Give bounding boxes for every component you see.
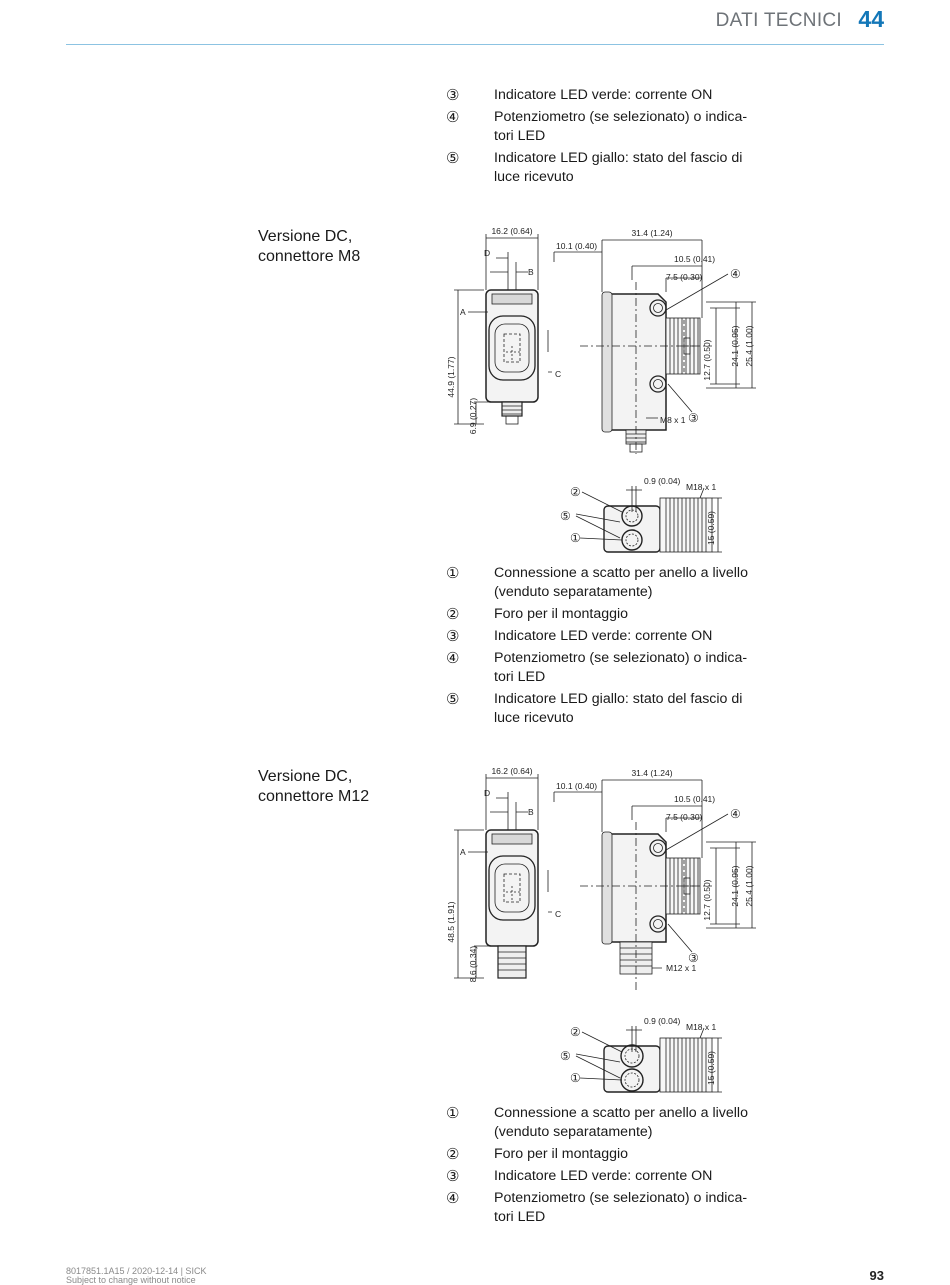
dim-label-c: C	[555, 909, 561, 919]
dim-label-b: B	[528, 267, 534, 277]
dim-thread: M12 x 1	[666, 963, 697, 973]
dim-width: 16.2 (0.64)	[491, 766, 532, 776]
callout-3: ③	[688, 951, 699, 965]
page-number: 93	[869, 1268, 884, 1283]
dim-label-c: C	[555, 369, 561, 379]
dim-length: 31.4 (1.24)	[631, 228, 672, 238]
dim-h3: 12.7 (0.50)	[702, 879, 712, 920]
dim-height: 48.5 (1.91)	[446, 901, 456, 942]
dim-top-thread: M18 x 1	[686, 482, 717, 492]
dim-offset: 10.1 (0.40)	[556, 781, 597, 791]
dim-label-b: B	[528, 807, 534, 817]
dimension-drawing-m12: 16.2 (0.64) D B A C 48.5 (1.91) 8.6 (0.3…	[446, 766, 756, 1093]
dim-h1: 24.1 (0.95)	[730, 865, 740, 906]
dimension-drawing-m8: 16.2 (0.64) D B A C 44.9 (1.77) 6.9 (0.2…	[446, 226, 756, 553]
chapter-number: 44	[858, 6, 884, 32]
dim-top-thread: M18 x 1	[686, 1022, 717, 1032]
dim-d1: 10.5 (0.41)	[674, 794, 715, 804]
dim-label-a: A	[460, 847, 466, 857]
dim-h2: 25.4 (1.00)	[744, 865, 754, 906]
callout-3: ③	[688, 411, 699, 425]
dim-h3: 12.7 (0.50)	[702, 339, 712, 380]
dim-top-height: 15 (0.59)	[706, 511, 716, 545]
section-title-m8: Versione DC, connettore M8	[258, 228, 361, 265]
callout-1: ①	[570, 531, 581, 545]
dim-label-a: A	[460, 307, 466, 317]
footer-doc-info: 8017851.1A15 / 2020-12-14 | SICK Subject…	[66, 1266, 207, 1285]
dim-top-gap: 0.9 (0.04)	[644, 1016, 681, 1026]
callout-5: ⑤	[560, 509, 571, 523]
callout-4: ④	[730, 267, 741, 281]
dim-d2: 7.5 (0.30)	[666, 272, 703, 282]
dim-width: 16.2 (0.64)	[491, 226, 532, 236]
dim-label-d: D	[484, 788, 490, 798]
callout-1: ①	[570, 1071, 581, 1085]
dim-height: 44.9 (1.77)	[446, 356, 456, 397]
dim-top-gap: 0.9 (0.04)	[644, 476, 681, 486]
dim-connector-length: 6.9 (0.27)	[468, 398, 478, 435]
dim-length: 31.4 (1.24)	[631, 768, 672, 778]
dim-top-height: 15 (0.59)	[706, 1051, 716, 1085]
section-title-m12: Versione DC, connettore M12	[258, 768, 370, 805]
section-header-title: DATI TECNICI	[715, 10, 842, 31]
dim-h2: 25.4 (1.00)	[744, 325, 754, 366]
dim-label-d: D	[484, 248, 490, 258]
callout-5: ⑤	[560, 1049, 571, 1063]
dim-d1: 10.5 (0.41)	[674, 254, 715, 264]
callout-4: ④	[730, 807, 741, 821]
dim-h1: 24.1 (0.95)	[730, 325, 740, 366]
dim-thread: M8 x 1	[660, 415, 686, 425]
callout-2: ②	[570, 485, 581, 499]
dim-connector-length: 8.6 (0.34)	[468, 946, 478, 983]
header-divider	[66, 44, 884, 45]
dim-d2: 7.5 (0.30)	[666, 812, 703, 822]
dim-offset: 10.1 (0.40)	[556, 241, 597, 251]
callout-2: ②	[570, 1025, 581, 1039]
